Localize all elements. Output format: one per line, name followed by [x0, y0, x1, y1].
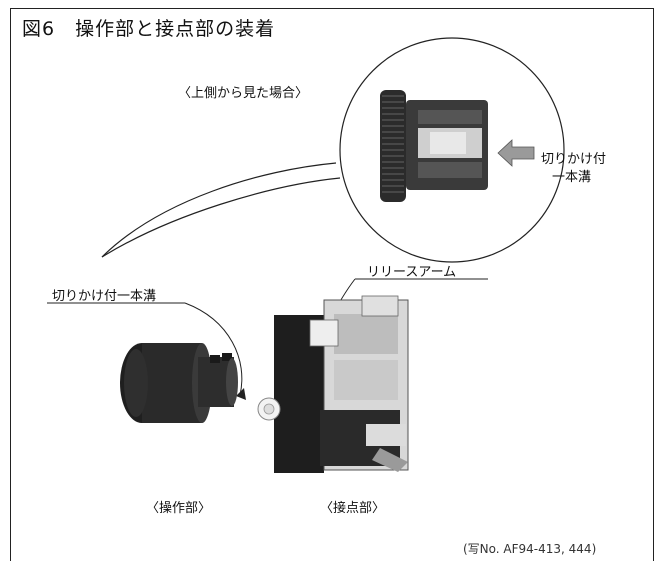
left-label-pointer [184, 302, 243, 396]
operating-part-label: 〈操作部〉 [146, 501, 212, 516]
callout-lines [101, 162, 341, 258]
photo-credit: (写No. AF94-413, 444) [463, 542, 597, 556]
figure-title: 図6 操作部と接点部の装着 [22, 18, 276, 40]
operating-part-image [120, 343, 238, 423]
top-view-label: 〈上側から見た場合〉 [178, 86, 309, 101]
contact-part-label: 〈接点部〉 [320, 501, 386, 516]
operating-part-top-view-image [380, 90, 488, 202]
arrow-icon [497, 139, 535, 167]
notch-groove-label-right-line1: 切りかけ付 [541, 152, 607, 167]
notch-groove-label-left: 切りかけ付一本溝 [52, 289, 157, 304]
contact-part-image [257, 295, 409, 473]
release-arm-label: リリースアーム [367, 265, 457, 280]
notch-groove-label-right-line2: 一本溝 [552, 170, 592, 185]
figure-frame [10, 8, 654, 561]
